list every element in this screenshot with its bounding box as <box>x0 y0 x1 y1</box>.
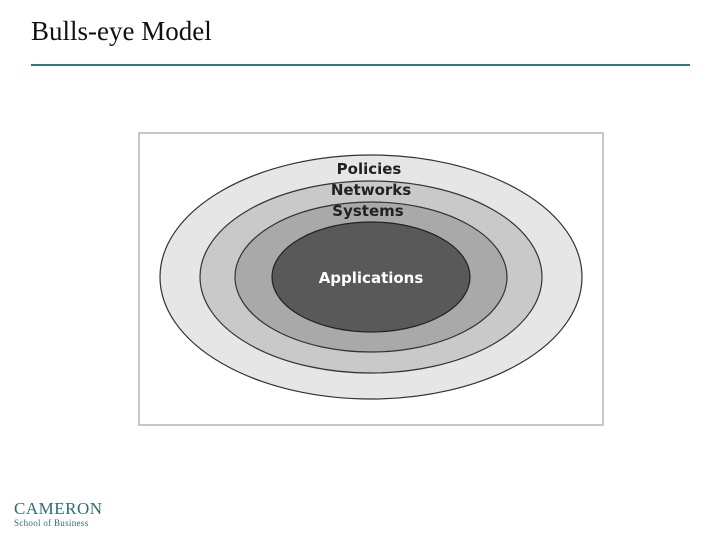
label-systems: Systems <box>332 202 403 220</box>
label-applications: Applications <box>319 269 424 287</box>
cameron-logo: CAMERON School of Business <box>14 500 103 528</box>
logo-subtitle: School of Business <box>14 518 89 528</box>
label-policies: Policies <box>337 160 402 178</box>
bullseye-diagram: Policies Networks Systems Applications <box>138 132 604 426</box>
core-applications <box>271 221 471 333</box>
label-networks: Networks <box>331 181 411 199</box>
title-divider <box>31 64 690 66</box>
logo-name: CAMERON <box>14 499 103 518</box>
bullseye-svg: Policies Networks Systems Applications <box>138 132 604 426</box>
slide-title: Bulls-eye Model <box>31 16 212 46</box>
